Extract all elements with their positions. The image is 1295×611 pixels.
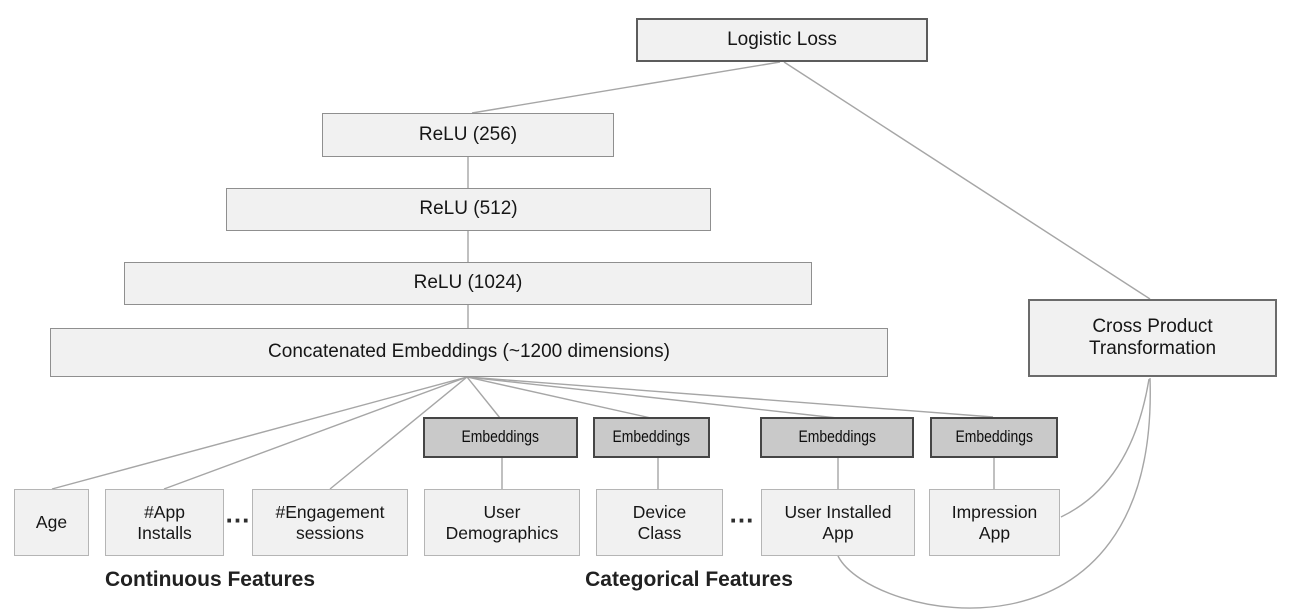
edge-concat-to-embeddings-1 [466, 376, 501, 419]
node-logistic-loss: Logistic Loss [636, 18, 928, 62]
edge-concat-to-app-installs [163, 376, 468, 490]
edge-concat-to-engagement [329, 376, 468, 490]
edge-concat-to-embeddings-2 [466, 376, 652, 419]
node-app-installs: #App Installs [105, 489, 224, 556]
embeddings-3-label: Embeddings [798, 427, 876, 447]
embeddings-4-label: Embeddings [955, 427, 1033, 447]
edge-logistic-to-relu256 [471, 61, 781, 114]
node-relu-256: ReLU (256) [322, 113, 614, 157]
node-embeddings-2: Embeddings [593, 417, 710, 458]
node-concatenated-embeddings: Concatenated Embeddings (~1200 dimension… [50, 328, 888, 377]
embeddings-2-label: Embeddings [612, 427, 691, 447]
continuous-features-ellipsis: … [224, 498, 252, 529]
edge-user-installed-app-to-cross-product-curve [837, 377, 1151, 609]
edge-concat-to-age [51, 376, 468, 490]
categorical-features-label: Categorical Features [585, 568, 793, 591]
node-impression-app: Impression App [929, 489, 1060, 556]
edge-logistic-to-cross-product [783, 61, 1151, 300]
node-user-installed-app: User Installed App [761, 489, 915, 556]
node-user-demographics: User Demographics [424, 489, 580, 556]
embeddings-1-label: Embeddings [461, 427, 540, 447]
node-relu-512: ReLU (512) [226, 188, 711, 231]
node-age: Age [14, 489, 89, 556]
node-embeddings-3: Embeddings [760, 417, 914, 458]
node-cross-product-transformation: Cross Product Transformation [1028, 299, 1277, 377]
edge-impression-app-to-cross-product-curve [1060, 378, 1150, 518]
node-device-class: Device Class [596, 489, 723, 556]
node-engagement-sessions: #Engagement sessions [252, 489, 408, 556]
node-embeddings-1: Embeddings [423, 417, 578, 458]
edge-concat-to-embeddings-3 [466, 376, 838, 419]
continuous-features-label: Continuous Features [104, 568, 316, 591]
categorical-features-ellipsis: … [728, 498, 756, 529]
node-relu-1024: ReLU (1024) [124, 262, 812, 305]
node-embeddings-4: Embeddings [930, 417, 1058, 458]
edge-concat-to-embeddings-4 [466, 376, 994, 418]
